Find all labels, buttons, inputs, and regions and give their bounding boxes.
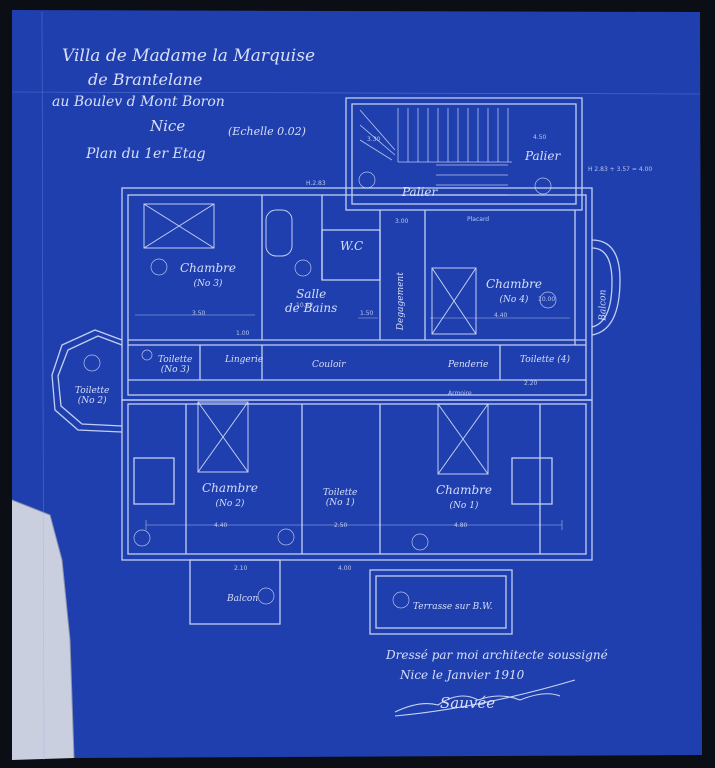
title-line-4: Nice — [150, 117, 186, 135]
dim-balcon-left: 2.10 — [234, 565, 248, 572]
dim-height-total: H 2.83 + 3.57 = 4.00 — [588, 166, 653, 173]
room-terrasse: Terrasse sur B.W. — [413, 602, 493, 612]
signature-name: Sauvée — [440, 694, 496, 712]
room-couloir: Couloir — [312, 360, 346, 370]
signature-line-1: Dressé par moi architecte soussigné — [386, 648, 608, 662]
room-palier-left: Palier — [402, 185, 438, 199]
dimension-lines — [135, 314, 570, 530]
bathtub — [265, 209, 293, 257]
dim-chambre2-width: 4.40 — [214, 522, 228, 529]
room-degagement: Degagement — [395, 272, 406, 331]
area-tags — [83, 171, 557, 609]
signature-line-2: Nice le Janvier 1910 — [400, 668, 525, 682]
room-chambre-1: Chambre(No 1) — [436, 483, 492, 511]
room-lingerie: Lingerie — [225, 355, 264, 365]
torn-corner — [12, 500, 74, 760]
room-penderie: Penderie — [448, 360, 489, 370]
room-balcon-left: Balcon — [227, 594, 259, 604]
title-line-1: Villa de Madame la Marquise — [62, 46, 316, 66]
title-line-2: de Brantelane — [88, 70, 203, 89]
dim-toilette4: 2.20 — [524, 380, 538, 387]
dim-placard: Placard — [467, 216, 490, 223]
dim-balcon-center: 4.00 — [338, 565, 352, 572]
room-chambre-3: Chambre(No 3) — [180, 261, 236, 289]
room-palier-right: Palier — [525, 149, 561, 163]
dim-toilette1-width: 2.50 — [334, 522, 348, 529]
scale-note: (Echelle 0.02) — [228, 125, 306, 138]
dim-chambre1-width: 4.80 — [454, 522, 468, 529]
paper — [12, 10, 702, 758]
dim-stair-width: 3.30 — [367, 136, 381, 143]
staircase — [359, 108, 512, 196]
room-chambre-4: Chambre(No 4) — [486, 277, 542, 305]
signature-flourish — [394, 679, 576, 717]
dim-degagement: 1.50 — [360, 310, 374, 317]
dim-armoire: Armoire — [448, 390, 472, 397]
margin-line-horizontal — [11, 91, 701, 95]
dim-lingerie: 1.00 — [236, 330, 250, 337]
room-toilette-3: Toilette(No 3) — [158, 355, 193, 376]
dim-area-2: 10.00 — [538, 296, 556, 303]
walls — [51, 97, 621, 635]
room-toilette-4: Toilette (4) — [520, 355, 570, 365]
dim-palier-width: 4.50 — [533, 134, 547, 141]
dim-area-1: 10.42 — [296, 302, 314, 309]
title-line-3: au Boulev d Mont Boron — [52, 94, 225, 110]
margin-line-vertical — [41, 11, 45, 761]
beds — [143, 203, 489, 475]
dim-height: H.2.83 — [306, 180, 326, 187]
room-toilette-2: Toilette(No 2) — [75, 386, 110, 407]
plan-name: Plan du 1er Etag — [86, 146, 206, 162]
room-balcon-right: Balcon — [598, 289, 609, 321]
room-wc: W.C — [340, 239, 364, 253]
dim-chambre3-width: 3.50 — [192, 310, 206, 317]
room-chambre-2: Chambre(No 2) — [202, 481, 258, 509]
dim-chambre4-width: 4.40 — [494, 312, 508, 319]
dim-300: 3.00 — [395, 218, 409, 225]
room-toilette-1: Toilette(No 1) — [323, 488, 358, 509]
